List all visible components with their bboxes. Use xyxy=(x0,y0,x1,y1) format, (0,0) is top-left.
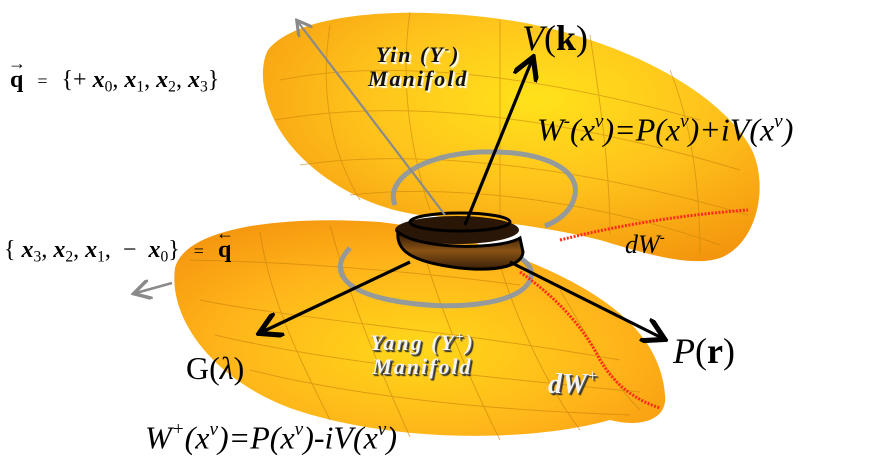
dW-minus-label: dW- xyxy=(625,229,665,259)
dW-plus-label: dW+ xyxy=(548,366,599,400)
axis-V-label: V(k) xyxy=(522,18,589,58)
gray-axis-up xyxy=(298,22,446,216)
w-plus-equation: W+(xν)=P(xν)-iV(xν) xyxy=(145,419,397,456)
yang-manifold-label: Yang (Y+) Manifold xyxy=(370,329,475,380)
axis-P-arrow xyxy=(509,260,662,338)
axis-G-arrow xyxy=(262,260,411,332)
q-backward-equation: { x3, x2, x1, − x0} = ←q xyxy=(4,223,234,266)
axis-V-arrow xyxy=(463,60,532,226)
axis-G-label: G(λ) xyxy=(186,350,245,386)
yin-surface xyxy=(262,11,760,262)
q-vector-backward: ←q xyxy=(215,223,234,263)
axis-P-label: P(r) xyxy=(673,331,735,371)
q-forward-equation: →q = {+ x0, x1, x2, x3} xyxy=(8,53,220,96)
gray-axis-left xyxy=(136,283,173,293)
w-minus-equation: W-(xν)=P(xν)+iV(xν) xyxy=(537,111,794,148)
yang-surface xyxy=(174,220,666,441)
q-vector-forward: →q xyxy=(8,53,26,93)
yin-manifold-label: Yin (Y-) Manifold xyxy=(368,41,469,92)
manifold-throat xyxy=(395,211,525,271)
